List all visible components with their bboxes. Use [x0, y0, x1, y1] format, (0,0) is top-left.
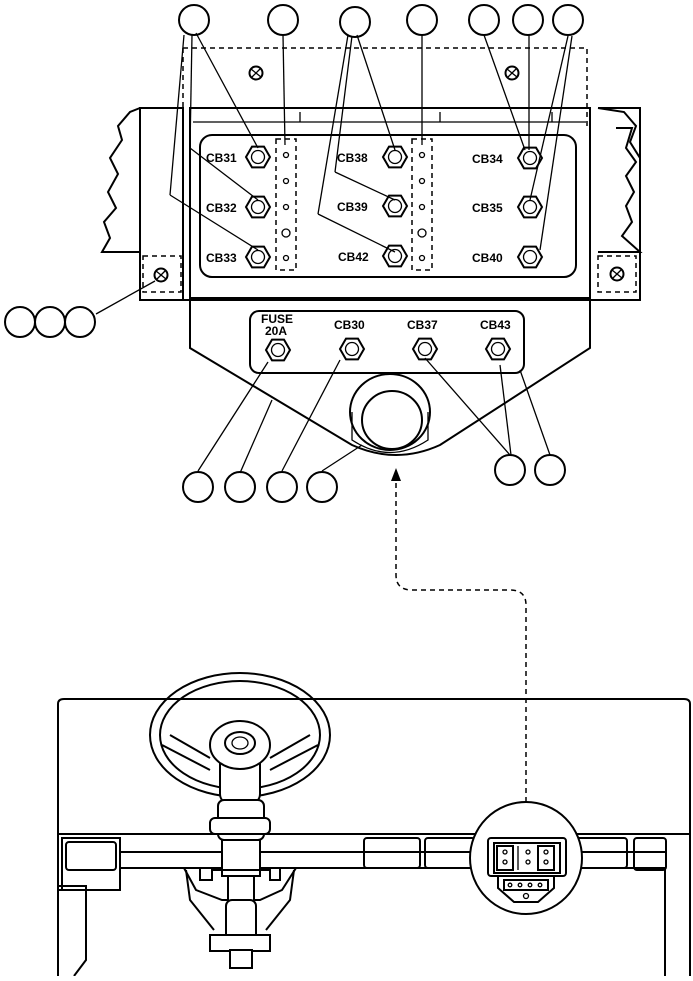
- callout-bubble: [468, 4, 500, 36]
- dashboard-view: [57, 698, 691, 977]
- circuit-breakers: [244, 145, 544, 362]
- breaker-cb30: [338, 337, 366, 361]
- cover-screw-top-left: [248, 65, 264, 81]
- callout-bubble: [339, 6, 371, 38]
- steering-wheel: [149, 672, 331, 805]
- label-cb39: CB39: [337, 200, 368, 214]
- bus-bar-right: [411, 138, 433, 271]
- label-cb35: CB35: [472, 201, 503, 215]
- label-cb31: CB31: [206, 151, 237, 165]
- leader-lines: [95, 32, 573, 474]
- label-fuse: FUSE: [261, 312, 293, 326]
- callout-bubble: [182, 471, 214, 503]
- breaker-cb32: [244, 195, 272, 219]
- breaker-cb35: [516, 195, 544, 219]
- label-cb34: CB34: [472, 152, 503, 166]
- round-connector: [349, 373, 431, 454]
- breaker-labels: CB31 CB32 CB33 CB38 CB39 CB42 CB34 CB35 …: [206, 151, 503, 265]
- callout-bubble: [178, 4, 210, 36]
- bus-bar-left: [275, 138, 297, 271]
- label-cb30: CB30: [334, 318, 365, 332]
- breaker-cb31: [244, 145, 272, 169]
- callout-bubbles: [4, 4, 584, 503]
- breaker-cb33: [244, 245, 272, 269]
- breaker-cb38: [381, 145, 409, 169]
- callout-bubble: [34, 306, 66, 338]
- panel-frame: [100, 107, 643, 301]
- callout-bubble: [266, 471, 298, 503]
- detail-circle: [469, 801, 583, 915]
- lower-labels: FUSE 20A CB30 CB37 CB43: [261, 312, 511, 338]
- callout-bubble: [224, 471, 256, 503]
- panel-screw-bottom-left: [153, 267, 169, 283]
- label-cb40: CB40: [472, 251, 503, 265]
- label-cb32: CB32: [206, 201, 237, 215]
- label-cb43: CB43: [480, 318, 511, 332]
- lower-panel: [189, 300, 591, 456]
- callout-bubble: [552, 4, 584, 36]
- breaker-cb40: [516, 245, 544, 269]
- callout-bubble: [64, 306, 96, 338]
- label-cb38: CB38: [337, 151, 368, 165]
- label-fuse-rating: 20A: [265, 324, 287, 338]
- callout-bubble: [512, 4, 544, 36]
- callout-bubble: [494, 454, 526, 486]
- steering-column: [182, 799, 298, 969]
- breaker-cb42: [381, 244, 409, 268]
- callout-bubble: [306, 471, 338, 503]
- callout-bubble: [267, 4, 299, 36]
- breaker-cb39: [381, 194, 409, 218]
- callout-bubble: [534, 454, 566, 486]
- location-pointer: [391, 468, 527, 802]
- cover-screw-top-right: [504, 65, 520, 81]
- panel-screw-bottom-right: [609, 266, 625, 282]
- label-cb33: CB33: [206, 251, 237, 265]
- callout-bubble: [4, 306, 36, 338]
- panel-cover-outline: [182, 47, 588, 128]
- callout-bubble: [406, 4, 438, 36]
- label-cb37: CB37: [407, 318, 438, 332]
- breaker-fuse: [264, 338, 292, 362]
- label-cb42: CB42: [338, 250, 369, 264]
- breaker-cb37: [411, 337, 439, 361]
- breaker-cb43: [484, 337, 512, 361]
- breaker-cb34: [516, 146, 544, 170]
